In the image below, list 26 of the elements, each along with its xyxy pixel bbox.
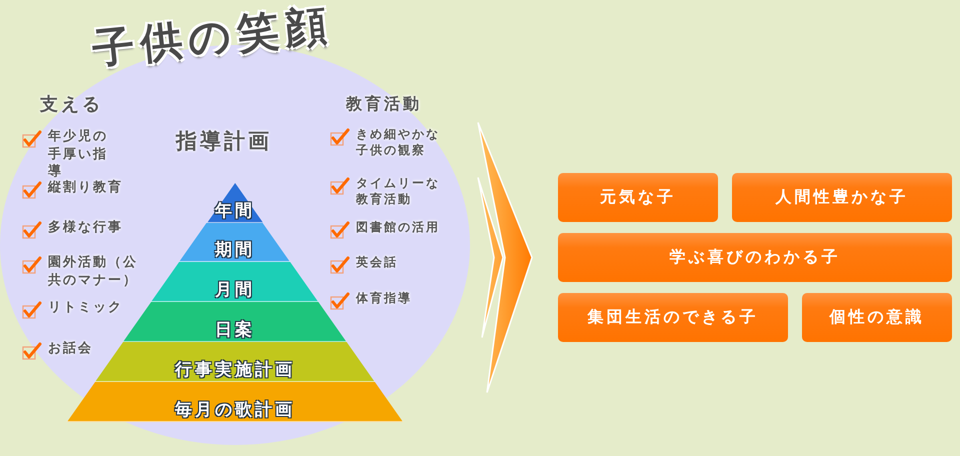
checklist-item: 縦割り教育 [48, 179, 124, 197]
checklist-item: お話会 [48, 340, 94, 358]
pyramid-layer: 期間 [179, 223, 291, 262]
chevron-arrow [477, 122, 533, 394]
checklist-item: 体育指導 [356, 290, 413, 306]
checklist-item: タイムリーな教育活動 [356, 175, 441, 208]
pyramid-layer: 毎月の歌計画 [67, 382, 403, 422]
checklist-item: 多様な行事 [48, 219, 124, 237]
checklist-item: きめ細やかな子供の観察 [356, 126, 441, 158]
goal-box: 学ぶ喜びのわかる子 [558, 233, 952, 282]
checklist-item: 園外活動（公共のマナー） [48, 254, 139, 290]
column-heading: 教育活動 [346, 93, 423, 115]
goal-box: 集団生活のできる子 [558, 293, 788, 342]
column-heading: 指導計画 [176, 128, 273, 155]
pyramid-layer: 年間 [206, 183, 264, 223]
checklist-item: 図書館の活用 [356, 219, 441, 236]
goal-box: 元気な子 [558, 173, 718, 222]
checklist-item: 英会話 [356, 254, 399, 270]
title-heading: 子供の笑顔 [90, 0, 336, 76]
pyramid-layer: 月間 [151, 262, 319, 302]
checklist-item: リトミック [48, 299, 124, 317]
goal-box: 個性の意識 [802, 293, 952, 342]
checklist-item: 年少児の手厚い指導 [48, 128, 109, 180]
pyramid-layer: 日案 [123, 302, 347, 342]
goal-box: 人間性豊かな子 [732, 173, 952, 222]
column-heading: 支える [40, 93, 104, 117]
